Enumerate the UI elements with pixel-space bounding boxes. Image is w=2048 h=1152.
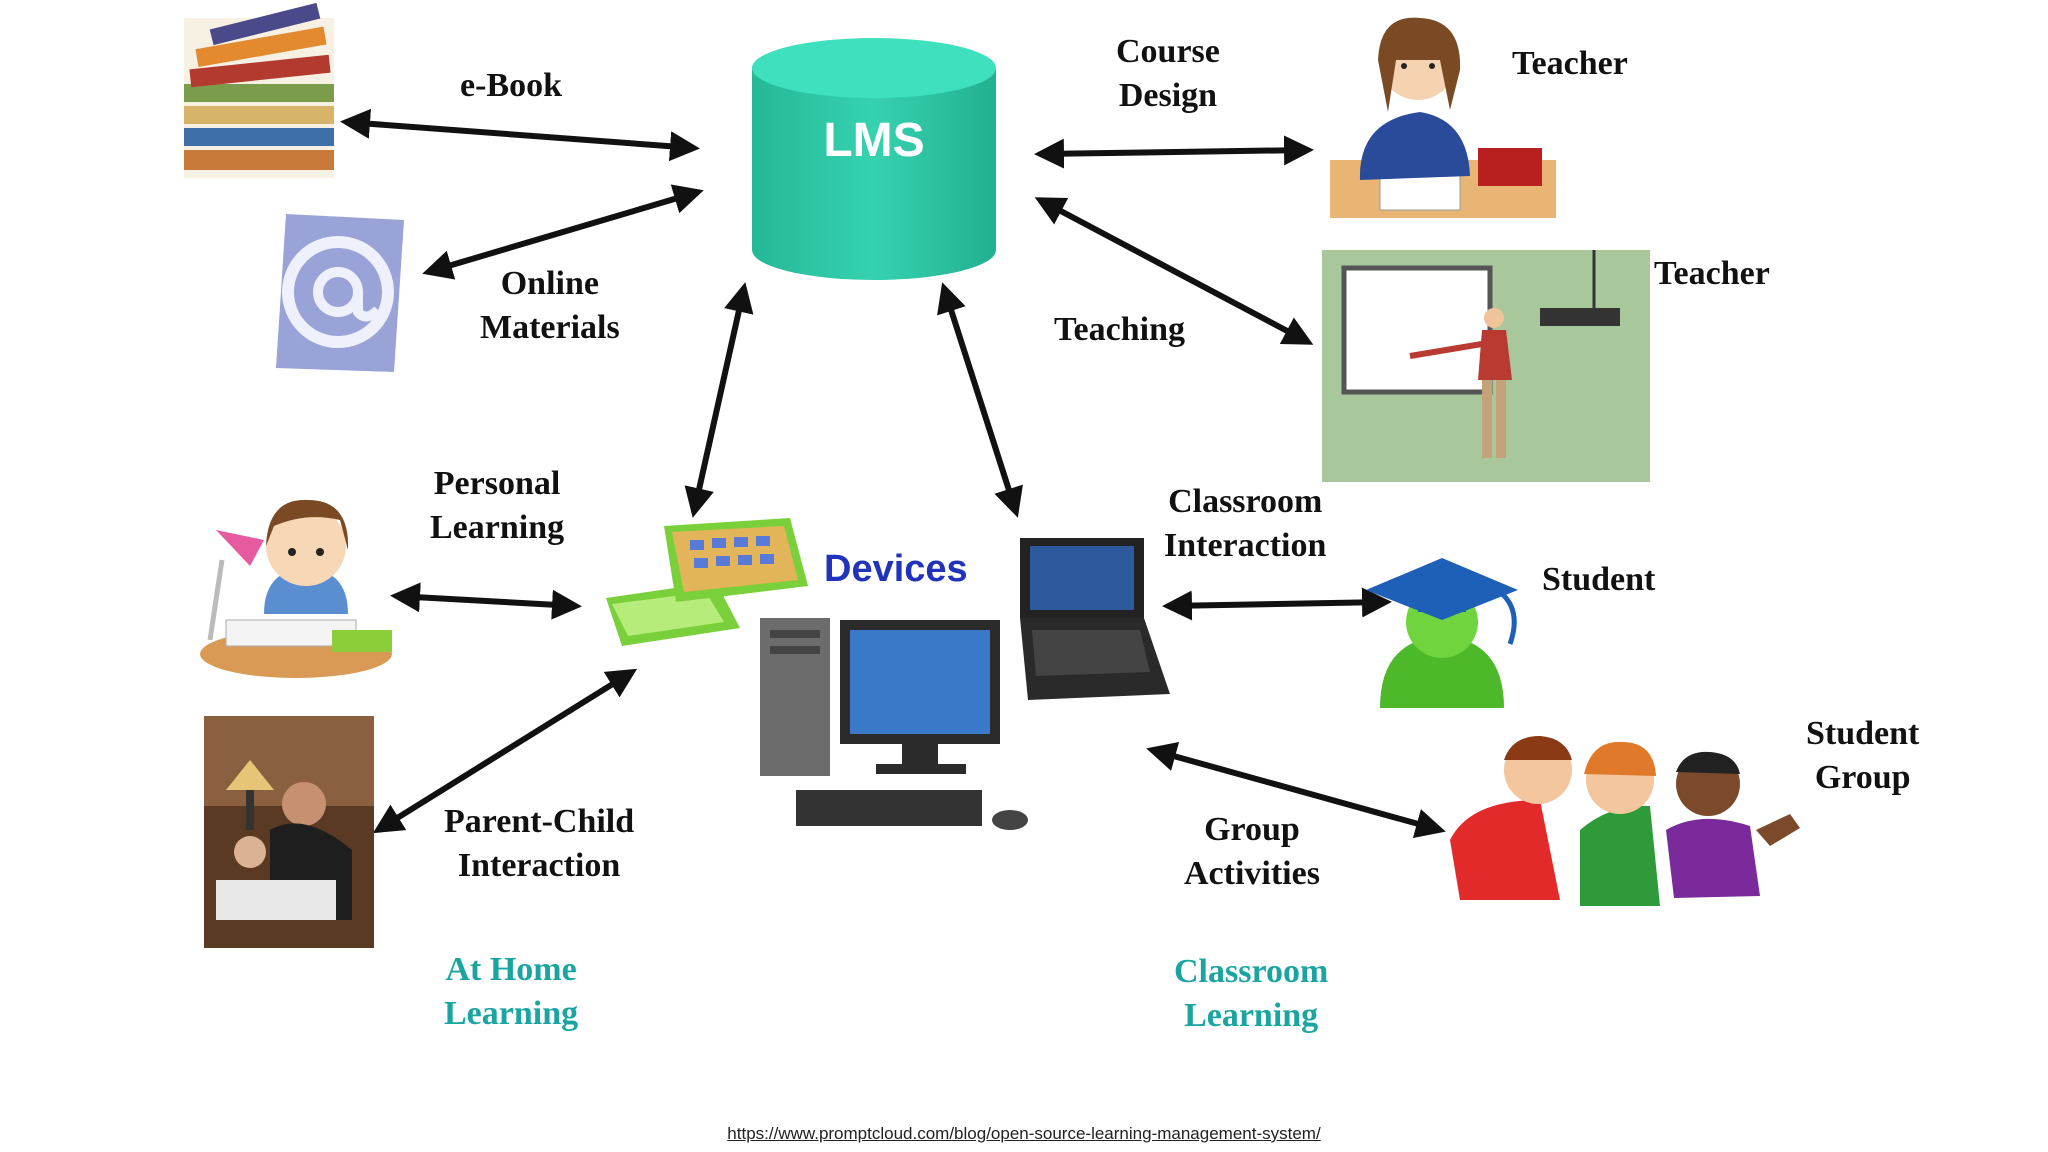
edge-label-online-materials-line1: Online	[500, 265, 599, 302]
books-icon	[184, 2, 334, 178]
at-sign-icon	[276, 214, 404, 372]
edge-label-group-activities-line1: Group	[1204, 811, 1300, 848]
laptop-icon	[1020, 538, 1170, 700]
node-label-student-group-line1: Student	[1806, 715, 1920, 752]
edge-label-online-materials: Online Materials	[480, 262, 620, 350]
node-label-student-group-line2: Group	[1814, 759, 1911, 796]
edge-label-group-activities-line2: Activities	[1184, 855, 1320, 892]
section-label-classroom-learning-line1: Classroom	[1174, 953, 1329, 990]
node-label-devices: Devices	[824, 548, 968, 590]
edge-label-parent-child: Parent-Child Interaction	[444, 800, 634, 888]
node-label-student-group: Student Group	[1806, 712, 1919, 800]
connector-arrows	[340, 108, 1446, 839]
edge-label-online-materials-line2: Materials	[480, 309, 620, 346]
section-label-classroom-learning-line2: Learning	[1184, 997, 1319, 1034]
edge-label-ebook: e-Book	[460, 67, 562, 104]
arrow-ebook	[340, 108, 700, 162]
arrow-lms-laptop	[937, 282, 1023, 518]
student-group-icon	[1450, 736, 1800, 906]
section-label-classroom-learning: Classroom Learning	[1174, 950, 1328, 1038]
arrow-classroom-interaction	[1162, 587, 1392, 621]
edge-label-parent-child-line2: Interaction	[457, 847, 621, 884]
arrow-lms-tablet	[684, 282, 754, 518]
arrow-group-activities	[1146, 741, 1446, 839]
arrow-online-materials	[422, 184, 704, 280]
parent-child-photo	[204, 716, 374, 948]
edge-label-parent-child-line1: Parent-Child	[444, 803, 635, 840]
arrow-teaching	[1034, 197, 1314, 345]
teacher-desk-icon	[1330, 17, 1556, 218]
teacher-whiteboard-icon	[1322, 250, 1650, 482]
edge-label-classroom-interaction-line2: Interaction	[1164, 527, 1327, 564]
section-label-home-learning-line1: At Home	[445, 951, 577, 988]
edge-label-course-design-line1: Course	[1116, 33, 1220, 70]
edge-label-teaching: Teaching	[1054, 311, 1186, 348]
lms-cylinder: LMS	[752, 38, 996, 280]
arrow-course-design	[1034, 135, 1314, 169]
lms-label: LMS	[823, 114, 924, 167]
tablet-device-icon	[606, 518, 808, 646]
edge-label-group-activities: Group Activities	[1184, 808, 1320, 896]
edge-label-course-design-line2: Design	[1118, 77, 1218, 114]
edge-label-personal-learning: Personal Learning	[430, 462, 564, 550]
section-label-home-learning: At Home Learning	[444, 948, 578, 1036]
arrow-parent-child	[372, 668, 638, 834]
girl-studying-icon	[200, 499, 392, 678]
edge-label-classroom-interaction-line1: Classroom	[1168, 483, 1323, 520]
node-label-teacher-2: Teacher	[1654, 255, 1770, 292]
node-label-student: Student	[1542, 561, 1656, 598]
node-label-teacher-1: Teacher	[1512, 45, 1628, 82]
edge-label-classroom-interaction: Classroom Interaction	[1164, 480, 1326, 568]
source-link[interactable]: https://www.promptcloud.com/blog/open-so…	[727, 1124, 1321, 1143]
edge-label-course-design: Course Design	[1116, 30, 1220, 118]
arrow-personal-learning	[390, 582, 582, 620]
edge-label-personal-learning-line1: Personal	[433, 465, 561, 502]
section-label-home-learning-line2: Learning	[444, 995, 579, 1032]
graduate-student-icon	[1366, 558, 1518, 708]
desktop-computer-icon	[760, 618, 1028, 830]
edge-label-personal-learning-line2: Learning	[430, 509, 565, 546]
